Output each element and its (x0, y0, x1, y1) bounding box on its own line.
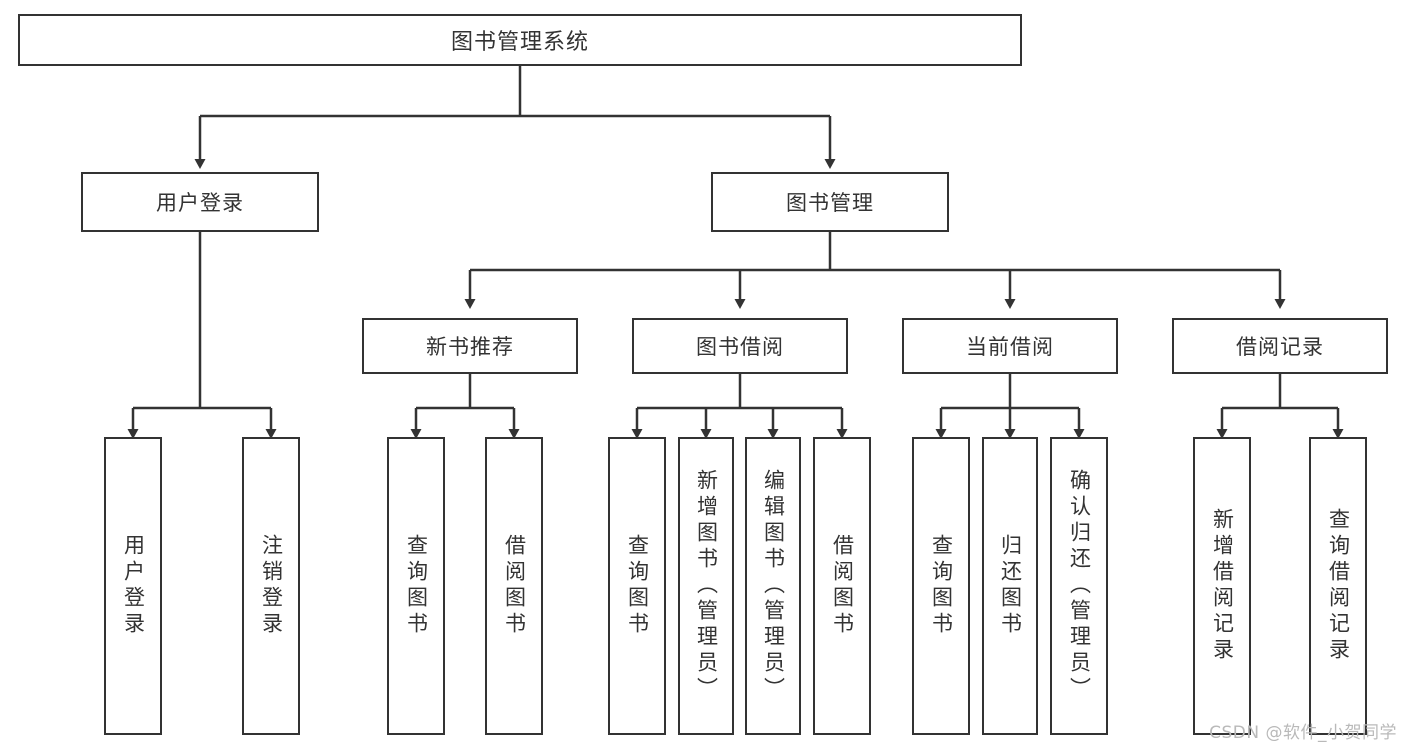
node-label: 用户登录 (121, 534, 146, 638)
leaf-user-login-logout[interactable]: 注销登录 (242, 437, 300, 735)
leaf-book-borrow-query[interactable]: 查询图书 (608, 437, 666, 735)
node-label: 查询图书 (404, 534, 429, 638)
watermark: CSDN @软件_小贺同学 (1209, 723, 1397, 743)
leaf-current-borrow-confirm-return[interactable]: 确认归还（管理员） (1050, 437, 1108, 735)
node-label: 查询图书 (625, 534, 650, 638)
node-label: 新增借阅记录 (1210, 508, 1235, 664)
node-label: 新书推荐 (426, 335, 514, 359)
leaf-new-book-query[interactable]: 查询图书 (387, 437, 445, 735)
node-root-book-management-system[interactable]: 图书管理系统 (18, 14, 1022, 66)
node-label: 归还图书 (998, 534, 1023, 638)
node-label: 借阅记录 (1236, 335, 1324, 359)
leaf-book-borrow-borrow[interactable]: 借阅图书 (813, 437, 871, 735)
node-book-borrow[interactable]: 图书借阅 (632, 318, 848, 374)
node-label: 编辑图书（管理员） (761, 469, 786, 703)
leaf-borrow-record-add[interactable]: 新增借阅记录 (1193, 437, 1251, 735)
leaf-borrow-record-query[interactable]: 查询借阅记录 (1309, 437, 1367, 735)
node-user-login[interactable]: 用户登录 (81, 172, 319, 232)
leaf-current-borrow-query[interactable]: 查询图书 (912, 437, 970, 735)
node-label: 新增图书（管理员） (694, 469, 719, 703)
node-label: 图书借阅 (696, 335, 784, 359)
node-new-book-recommend[interactable]: 新书推荐 (362, 318, 578, 374)
node-label: 当前借阅 (966, 335, 1054, 359)
node-label: 查询借阅记录 (1326, 508, 1351, 664)
node-book-management[interactable]: 图书管理 (711, 172, 949, 232)
node-borrow-record[interactable]: 借阅记录 (1172, 318, 1388, 374)
node-label: 图书管理系统 (450, 30, 589, 55)
node-label: 查询图书 (929, 534, 954, 638)
node-label: 借阅图书 (830, 534, 855, 638)
node-label: 确认归还（管理员） (1067, 469, 1092, 703)
leaf-current-borrow-return[interactable]: 归还图书 (982, 437, 1038, 735)
node-current-borrow[interactable]: 当前借阅 (902, 318, 1118, 374)
leaf-book-borrow-edit[interactable]: 编辑图书（管理员） (745, 437, 801, 735)
leaf-new-book-borrow[interactable]: 借阅图书 (485, 437, 543, 735)
leaf-user-login-login[interactable]: 用户登录 (104, 437, 162, 735)
node-label: 注销登录 (259, 534, 284, 638)
node-label: 用户登录 (156, 191, 244, 215)
node-label: 借阅图书 (502, 534, 527, 638)
node-label: 图书管理 (786, 191, 874, 215)
leaf-book-borrow-add[interactable]: 新增图书（管理员） (678, 437, 734, 735)
